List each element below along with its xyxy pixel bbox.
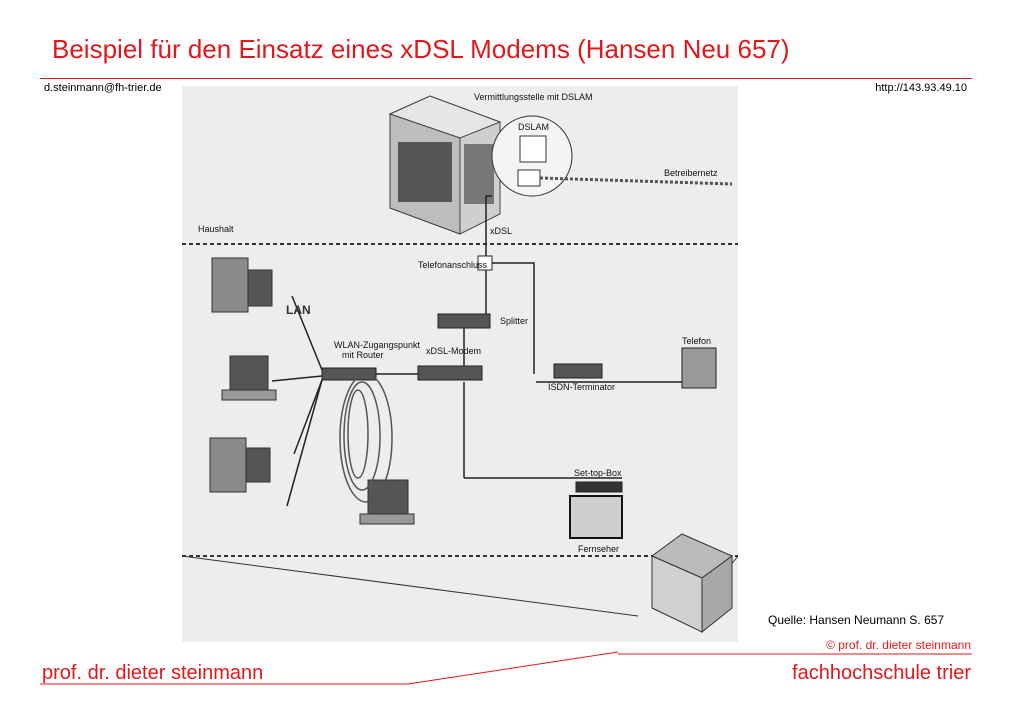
dslam-label: DSLAM [518,122,549,132]
xdsl-network-diagram: Vermittlungsstelle mit DSLAM DSLAM Betre… [182,86,738,642]
wiring [271,262,682,507]
carrier-network-line [539,176,733,186]
copyright-note: © prof. dr. dieter steinmann [826,638,971,652]
dslam-rack-icon [519,135,547,163]
lan-label: LAN [286,303,311,317]
footer-author: prof. dr. dieter steinmann [42,662,264,684]
wireless-laptop-icon [359,479,415,525]
desktop-pc-icon-2 [209,437,271,493]
set-top-box-icon [575,481,623,493]
wireless-signal-icon [339,373,393,503]
slide-title: Beispiel für den Einsatz eines xDSL Mode… [52,34,790,64]
xdsl-label: xDSL [490,226,512,236]
laptop-icon [221,355,277,401]
house-icon [182,533,738,634]
telephone-icon [681,347,717,389]
xdsl-line [485,195,492,256]
xdsl-modem-label: xDSL-Modem [426,346,481,356]
carrier-network-label: Betreibernetz [664,168,718,178]
television-label: Fernseher [578,544,619,554]
household-label: Haushalt [198,224,234,234]
phone-jack-label: Telefonanschluss [418,260,488,270]
television-icon [569,495,623,539]
source-citation: Quelle: Hansen Neumann S. 657 [768,613,945,627]
set-top-box-label: Set-top-Box [574,468,622,478]
telephone-label: Telefon [682,336,711,346]
author-email: d.steinmann@fh-trier.de [44,82,162,94]
dslam-unit-icon [517,169,541,187]
isdn-terminator-label: ISDN-Terminator [548,382,615,392]
xdsl-modem-icon [417,365,483,381]
wlan-label-line1: WLAN-Zugangspunkt [334,340,421,350]
wlan-router-icon [321,367,377,381]
splitter-icon [437,313,491,329]
diagram-canvas: Vermittlungsstelle mit DSLAM DSLAM Betre… [182,92,738,634]
splitter-label: Splitter [500,316,528,326]
wlan-label-line2: mit Router [342,350,384,360]
title-rule [40,78,972,79]
exchange-label: Vermittlungsstelle mit DSLAM [474,92,593,102]
isdn-terminator-icon [553,363,603,379]
exchange-building-icon [388,95,502,235]
desktop-pc-icon [211,257,273,313]
footer-institution: fachhochschule trier [792,662,971,684]
server-url: http://143.93.49.10 [875,82,967,94]
